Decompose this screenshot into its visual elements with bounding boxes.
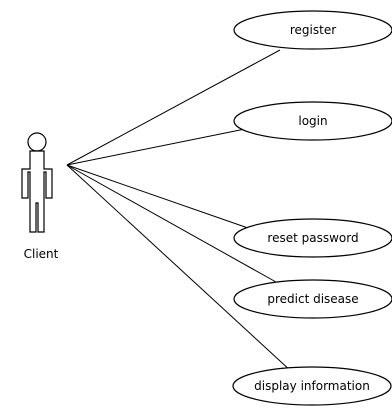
- use-case-login: login: [233, 101, 392, 141]
- actor-body: [21, 150, 53, 233]
- use-case-predict-disease: predict disease: [233, 279, 392, 319]
- use-case-display-information: display information: [232, 366, 392, 406]
- use-case-label: register: [290, 23, 336, 37]
- use-case-label: login: [298, 114, 327, 128]
- use-case-ellipse: [233, 279, 392, 319]
- association-login: [66, 127, 251, 166]
- actor-head: [27, 132, 47, 152]
- use-case-ellipse: [233, 10, 392, 50]
- use-case-label: predict disease: [267, 292, 358, 306]
- associations: [66, 49, 293, 373]
- association-register: [66, 49, 281, 166]
- use-case-ellipse: [233, 218, 392, 258]
- use-case-label: display information: [254, 379, 370, 393]
- use-case-ellipse: [233, 101, 392, 141]
- use-case-label: reset password: [267, 231, 358, 245]
- association-predict-disease: [66, 164, 277, 283]
- use-case-ellipse: [232, 366, 392, 406]
- association-reset-password: [66, 164, 249, 229]
- use-case-register: register: [233, 10, 392, 50]
- association-display-information: [66, 164, 293, 373]
- actor-client: Client: [21, 132, 59, 261]
- actor-name: Client: [24, 247, 59, 261]
- use-case-reset-password: reset password: [233, 218, 392, 258]
